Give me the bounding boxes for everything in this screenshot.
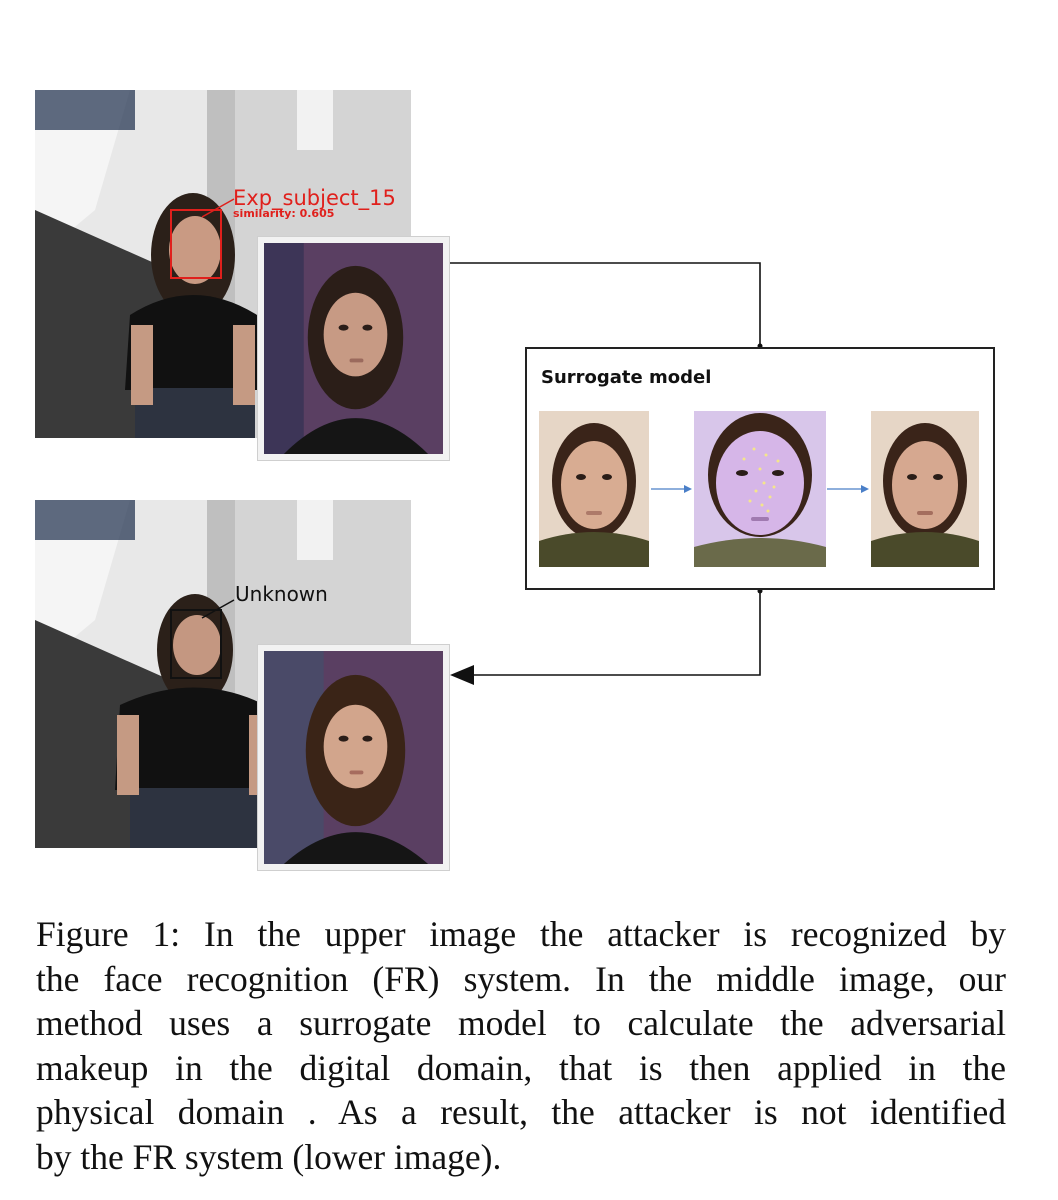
detection-label-unknown: Unknown — [235, 582, 328, 606]
detection-leader-line — [201, 198, 235, 218]
similarity-score: similarity: 0.605 — [233, 207, 335, 220]
caption-line: by the FR system (lower image). — [36, 1136, 502, 1177]
face-adversarial-makeup — [694, 411, 826, 567]
caption-line: method uses a surrogate model to calcula… — [36, 1003, 1006, 1043]
surrogate-model-box: Surrogate model — [525, 347, 995, 590]
figure-caption: Figure 1: In the upper image the attacke… — [36, 912, 1006, 1179]
top-portrait-photo — [257, 236, 450, 461]
caption-line: physical domain . As a result, the attac… — [36, 1092, 1006, 1132]
caption-line: the face recognition (FR) system. In the… — [36, 958, 1006, 999]
detection-box-unknown — [170, 609, 222, 679]
caption-line: Figure 1: In the upper image the attacke… — [36, 914, 1006, 954]
face-with-makeup — [871, 411, 979, 567]
surrogate-inner-arrows — [651, 485, 869, 493]
detection-box-recognized — [170, 209, 222, 279]
bottom-portrait-photo — [257, 644, 450, 871]
caption-line: makeup in the digital domain, that is th… — [36, 1047, 1006, 1088]
detection-leader-line-unknown — [201, 599, 235, 619]
detection-label-recognized: Exp_subject_15 — [233, 186, 396, 210]
flow-arrows — [450, 262, 763, 685]
face-original — [539, 411, 649, 567]
surrogate-model-title: Surrogate model — [541, 367, 712, 388]
